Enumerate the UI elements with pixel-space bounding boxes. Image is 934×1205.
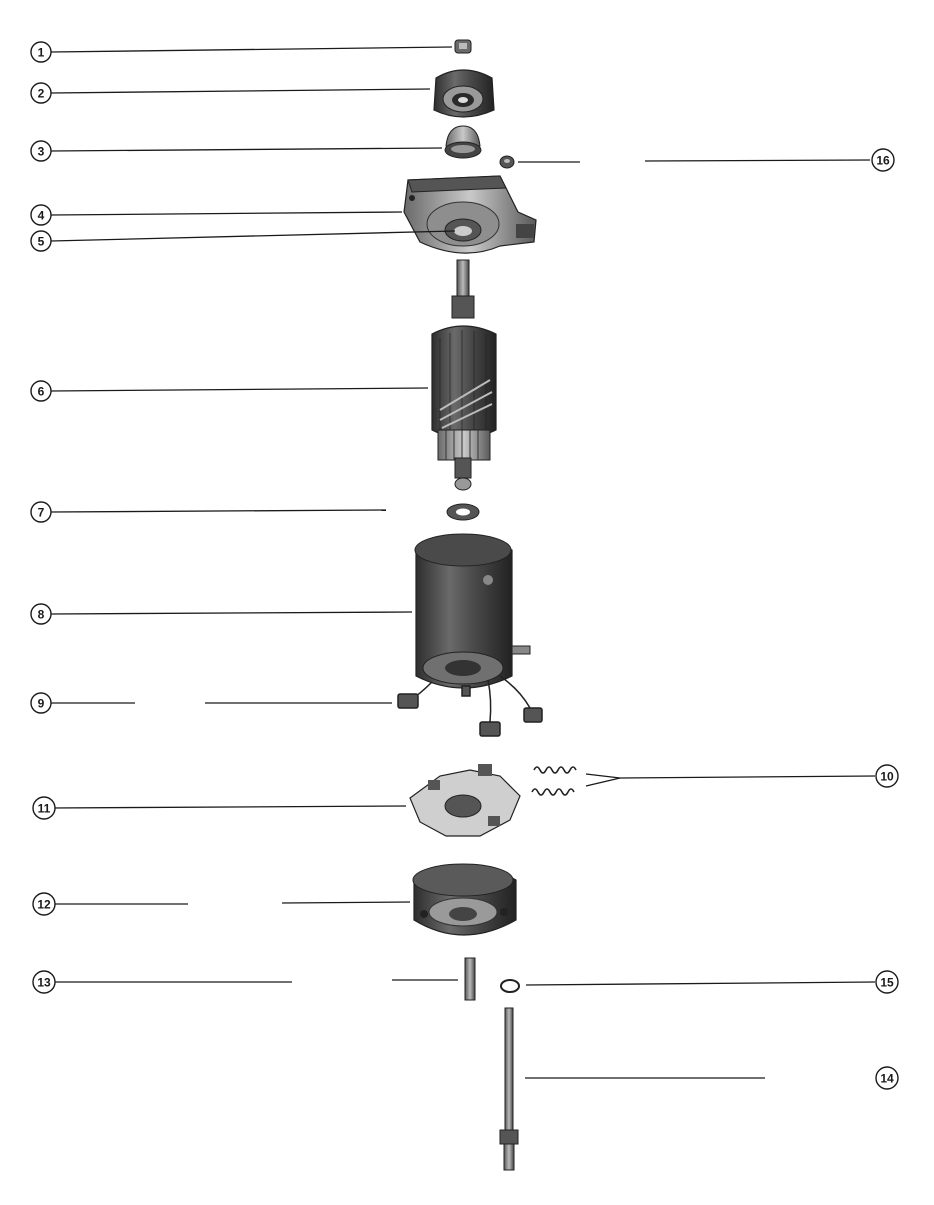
callout-8: 8	[30, 603, 52, 625]
leader-line-11	[50, 805, 407, 809]
callout-5: 5	[30, 230, 52, 252]
callout-number: 5	[38, 235, 45, 249]
callout-number: 3	[38, 145, 45, 159]
callout-number: 4	[38, 209, 45, 223]
leader-line-7	[50, 509, 387, 513]
callout-number: 13	[37, 976, 51, 990]
callout-4: 4	[30, 204, 52, 226]
callout-15: 15	[875, 970, 899, 994]
callout-14: 14	[875, 1066, 899, 1090]
leader-line-10b	[585, 777, 621, 787]
leader-line-12b	[281, 901, 411, 904]
leader-line-5	[50, 230, 456, 242]
callout-number: 15	[880, 976, 894, 990]
callout-number: 7	[38, 506, 45, 520]
callout-11: 11	[32, 796, 56, 820]
part-1-nut	[454, 39, 472, 54]
callout-10: 10	[875, 764, 899, 788]
part-6-armature	[431, 259, 497, 491]
part-7-thrust-washer	[446, 503, 480, 521]
part-2-drive-pinion-housing	[433, 69, 495, 118]
callout-13: 13	[32, 970, 56, 994]
part-9-brushes	[397, 675, 543, 737]
callout-number: 14	[880, 1072, 894, 1086]
callout-2: 2	[30, 82, 52, 104]
callout-12: 12	[32, 892, 56, 916]
part-16-small-nut	[499, 155, 515, 169]
part-12-commutator-end-cap	[412, 863, 517, 936]
leader-lines	[50, 46, 876, 1079]
callout-number: 12	[37, 898, 51, 912]
part-14-through-bolt	[499, 1007, 519, 1171]
callout-number: 11	[38, 802, 51, 816]
callout-number: 1	[38, 46, 45, 60]
callout-number: 9	[38, 697, 45, 711]
callout-number: 2	[38, 87, 45, 101]
callout-number: 10	[880, 770, 894, 784]
leader-line-2	[50, 88, 431, 94]
leader-line-4	[50, 211, 403, 216]
callout-16: 16	[871, 148, 895, 172]
callout-6: 6	[30, 380, 52, 402]
part-4-drive-end-frame	[403, 175, 537, 254]
callout-3: 3	[30, 140, 52, 162]
leader-line-15	[525, 981, 876, 986]
part-10-brush-springs	[531, 766, 577, 796]
part-11-brush-holder-plate	[409, 764, 521, 837]
leader-line-16b	[644, 159, 871, 162]
leader-line-10c	[619, 775, 876, 779]
part-3-bushing-cap	[444, 125, 482, 159]
callout-9: 9	[30, 692, 52, 714]
part-8-field-frame	[414, 533, 531, 689]
callout-number: 6	[38, 385, 45, 399]
leader-line-10a	[585, 773, 621, 779]
callout-number: 8	[38, 608, 45, 622]
leader-line-3	[50, 147, 443, 152]
leader-line-6	[50, 387, 429, 392]
leader-line-1	[50, 46, 453, 53]
callout-number: 16	[876, 154, 890, 168]
callout-1: 1	[30, 41, 52, 63]
part-13-stud	[464, 957, 476, 1001]
leader-line-8	[50, 611, 413, 615]
part-15-lock-washer	[500, 979, 520, 993]
callout-7: 7	[30, 501, 52, 523]
